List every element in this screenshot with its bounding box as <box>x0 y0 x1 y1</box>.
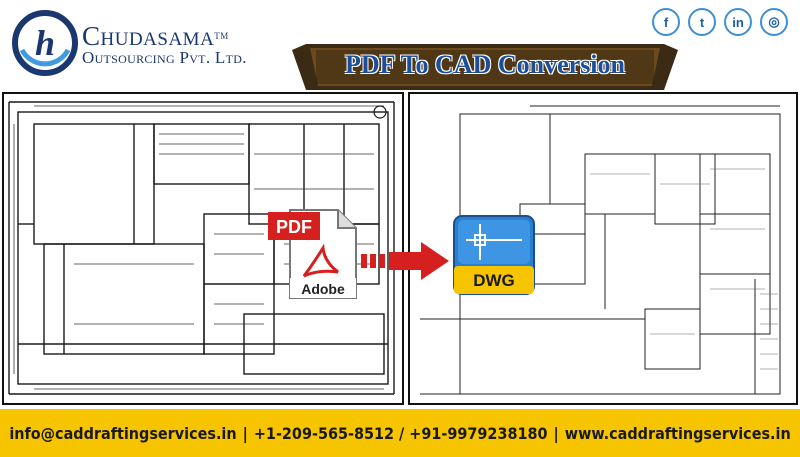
page-title: PDF To CAD Conversion <box>344 50 625 79</box>
brand-subtitle: Outsourcing Pvt. Ltd. <box>82 48 247 67</box>
pdf-file-icon: PDF Adobe <box>268 209 357 299</box>
conversion-arrow-icon <box>361 242 449 280</box>
linkedin-icon[interactable]: in <box>724 8 752 36</box>
pdf-tag: PDF <box>276 217 312 237</box>
instagram-icon[interactable]: ◎ <box>760 8 788 36</box>
pdf-floor-plan <box>8 101 395 395</box>
footer-phone-link[interactable]: +1-209-565-8512 / +91-9979238180 <box>253 423 548 443</box>
dwg-file-icon: DWG <box>453 215 535 295</box>
company-logo: h <box>12 10 78 76</box>
dwg-label: DWG <box>473 271 515 290</box>
title-banner <box>292 44 678 90</box>
footer-website-link[interactable]: www.caddraftingservices.in <box>564 423 791 443</box>
contact-footer: info@caddraftingservices.in | +1-209-565… <box>0 409 800 457</box>
pdf-label: Adobe <box>301 281 345 297</box>
twitter-icon[interactable]: t <box>688 8 716 36</box>
trademark: TM <box>214 31 229 41</box>
facebook-icon[interactable]: f <box>652 8 680 36</box>
footer-separator: | <box>242 423 248 443</box>
brand-name: ChudasamaTM <box>82 21 229 51</box>
social-links: f t in ◎ <box>652 8 788 36</box>
footer-separator: | <box>553 423 559 443</box>
logo-letter: h <box>35 23 55 63</box>
brand-block: ChudasamaTM Outsourcing Pvt. Ltd. <box>82 22 247 68</box>
footer-email-link[interactable]: info@caddraftingservices.in <box>9 423 237 443</box>
